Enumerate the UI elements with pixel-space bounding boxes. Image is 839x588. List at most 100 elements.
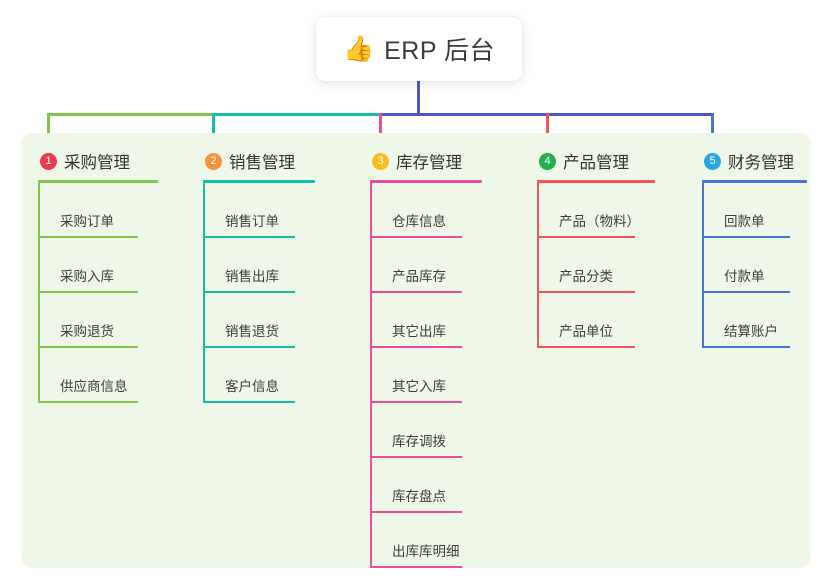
module-item-rule [702, 346, 790, 348]
module-item-label: 出库库明细 [392, 544, 460, 559]
module-item-rule [203, 236, 295, 238]
module-column-3: 3 库存管理仓库信息产品库存其它出库其它入库库存调拨库存盘点出库库明细 [370, 146, 482, 568]
module-item[interactable]: 其它出库 [370, 293, 482, 348]
module-item-label: 产品（物料） [559, 214, 640, 229]
module-item-label: 采购退货 [60, 324, 114, 339]
module-badge-2: 2 [205, 152, 222, 170]
module-item-list-5: 回款单付款单结算账户 [702, 183, 807, 348]
module-item-rule [702, 291, 790, 293]
module-item-list-3: 仓库信息产品库存其它出库其它入库库存调拨库存盘点出库库明细 [370, 183, 482, 568]
module-item[interactable]: 销售退货 [203, 293, 315, 348]
module-item[interactable]: 回款单 [702, 183, 807, 238]
module-header-5[interactable]: 5 财务管理 [702, 146, 807, 176]
module-item-label: 产品分类 [559, 269, 613, 284]
module-item[interactable]: 产品库存 [370, 238, 482, 293]
module-item-rule [537, 291, 635, 293]
module-item-label: 客户信息 [225, 379, 279, 394]
module-item-label: 付款单 [724, 269, 765, 284]
module-item-rule [370, 566, 462, 568]
module-header-rule-4 [537, 180, 655, 183]
module-item-label: 供应商信息 [60, 379, 128, 394]
module-header-rule-3 [370, 180, 482, 183]
drop-connector-5 [711, 113, 714, 146]
module-item[interactable]: 其它入库 [370, 348, 482, 403]
module-item-label: 其它入库 [392, 379, 446, 394]
module-item-rule [537, 346, 635, 348]
module-item-rule [370, 346, 462, 348]
drop-connector-2 [212, 113, 215, 146]
module-item-label: 采购订单 [60, 214, 114, 229]
thumbs-up-icon: 👍 [342, 34, 375, 63]
module-spine-1 [38, 183, 40, 403]
module-spine-5 [702, 183, 704, 348]
module-item-list-4: 产品（物料） 产品分类产品单位 [537, 183, 655, 348]
module-item-list-1: 采购订单采购入库采购退货供应商信息 [38, 183, 158, 403]
module-item-label: 库存调拨 [392, 434, 446, 449]
module-item[interactable]: 产品分类 [537, 238, 655, 293]
module-item[interactable]: 采购退货 [38, 293, 158, 348]
drop-connector-1 [47, 113, 50, 146]
module-item[interactable]: 采购订单 [38, 183, 158, 238]
root-node-card[interactable]: 👍 ERP 后台 [316, 17, 522, 81]
module-title-5: 财务管理 [728, 154, 794, 172]
module-item-label: 产品单位 [559, 324, 613, 339]
module-item-label: 销售出库 [225, 269, 279, 284]
module-item[interactable]: 产品单位 [537, 293, 655, 348]
module-item[interactable]: 产品（物料） [537, 183, 655, 238]
module-badge-5: 5 [704, 152, 721, 170]
root-stem-connector [417, 81, 420, 116]
module-badge-3: 3 [372, 152, 389, 170]
module-item-rule [370, 511, 462, 513]
module-column-5: 5 财务管理回款单付款单结算账户 [702, 146, 807, 348]
module-item-rule [370, 236, 462, 238]
module-header-rule-1 [38, 180, 158, 183]
modules-panel: 1 采购管理采购订单采购入库采购退货供应商信息 2 销售管理销售订单销售出库销售退货客… [21, 133, 811, 568]
module-item[interactable]: 客户信息 [203, 348, 315, 403]
module-item-rule [38, 346, 138, 348]
module-item-rule [203, 291, 295, 293]
module-item-label: 库存盘点 [392, 489, 446, 504]
module-item[interactable]: 库存盘点 [370, 458, 482, 513]
module-header-2[interactable]: 2 销售管理 [203, 146, 315, 176]
module-header-rule-2 [203, 180, 315, 183]
drop-connector-4 [546, 113, 549, 146]
module-item[interactable]: 结算账户 [702, 293, 807, 348]
module-item[interactable]: 供应商信息 [38, 348, 158, 403]
module-item[interactable]: 库存调拨 [370, 403, 482, 458]
module-item-rule [537, 236, 635, 238]
module-title-2: 销售管理 [229, 154, 295, 172]
module-item-rule [203, 401, 295, 403]
module-item-rule [370, 401, 462, 403]
module-header-3[interactable]: 3 库存管理 [370, 146, 482, 176]
module-spine-3 [370, 183, 372, 568]
module-item-label: 产品库存 [392, 269, 446, 284]
bus-segment-1 [47, 113, 215, 116]
module-item-rule [203, 346, 295, 348]
module-item-label: 其它出库 [392, 324, 446, 339]
module-item[interactable]: 销售订单 [203, 183, 315, 238]
module-badge-1: 1 [40, 152, 57, 170]
module-header-1[interactable]: 1 采购管理 [38, 146, 158, 176]
module-badge-4: 4 [539, 152, 556, 170]
bus-segment-2 [212, 113, 382, 116]
module-item[interactable]: 付款单 [702, 238, 807, 293]
module-item[interactable]: 采购入库 [38, 238, 158, 293]
module-item-rule [38, 291, 138, 293]
module-item-rule [702, 236, 790, 238]
module-item-rule [38, 401, 138, 403]
module-header-rule-5 [702, 180, 807, 183]
root-title: ERP 后台 [384, 37, 496, 65]
module-title-3: 库存管理 [396, 154, 462, 172]
module-item[interactable]: 出库库明细 [370, 513, 482, 568]
module-item[interactable]: 仓库信息 [370, 183, 482, 238]
module-item-label: 销售订单 [225, 214, 279, 229]
module-title-1: 采购管理 [64, 154, 130, 172]
module-item-rule [370, 291, 462, 293]
module-column-1: 1 采购管理采购订单采购入库采购退货供应商信息 [38, 146, 158, 403]
module-item-label: 仓库信息 [392, 214, 446, 229]
module-item[interactable]: 销售出库 [203, 238, 315, 293]
module-item-label: 采购入库 [60, 269, 114, 284]
drop-connector-3 [379, 113, 382, 146]
